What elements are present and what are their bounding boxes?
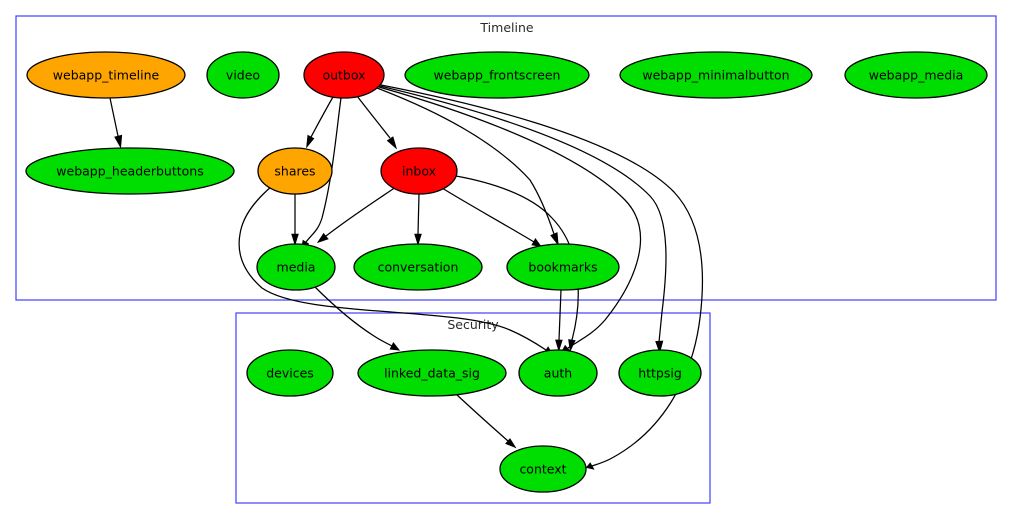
- edge-outbox-context: [380, 84, 704, 470]
- node-webapp_headerbuttons-label: webapp_headerbuttons: [56, 164, 203, 179]
- node-webapp_timeline-shape[interactable]: [26, 51, 186, 99]
- node-media-shape[interactable]: [256, 243, 336, 291]
- node-inbox-label: inbox: [402, 164, 436, 179]
- node-auth[interactable]: auth: [518, 349, 598, 397]
- edge-outbox-shares: [306, 96, 334, 149]
- node-linked_data_sig[interactable]: linked_data_sig: [357, 349, 507, 397]
- cluster-security-border: [235, 312, 711, 504]
- edge-inbox-media: [316, 186, 397, 244]
- node-outbox[interactable]: outbox: [303, 51, 385, 99]
- edge-shares-media: [291, 194, 299, 247]
- node-bookmarks-shape[interactable]: [506, 243, 620, 291]
- edge-webapp_timeline-webapp_headerbuttons: [109, 97, 123, 149]
- node-devices-shape[interactable]: [246, 349, 334, 397]
- node-conversation-label: conversation: [378, 260, 459, 275]
- node-inbox[interactable]: inbox: [380, 147, 458, 195]
- edge-media-linked_data_sig: [313, 285, 401, 351]
- node-webapp_frontscreen-label: webapp_frontscreen: [434, 68, 561, 83]
- node-bookmarks-label: bookmarks: [528, 260, 597, 275]
- node-webapp_minimalbutton[interactable]: webapp_minimalbutton: [619, 51, 813, 99]
- node-linked_data_sig-label: linked_data_sig: [384, 366, 480, 381]
- node-video-label: video: [226, 68, 260, 83]
- node-shares-label: shares: [274, 164, 315, 179]
- cluster-security: Security: [235, 312, 711, 504]
- node-webapp_media[interactable]: webapp_media: [844, 51, 988, 99]
- node-webapp_minimalbutton-label: webapp_minimalbutton: [642, 68, 789, 83]
- node-bookmarks[interactable]: bookmarks: [506, 243, 620, 291]
- edge-inbox-conversation: [414, 193, 422, 247]
- node-webapp_media-label: webapp_media: [869, 68, 964, 83]
- node-webapp_headerbuttons-shape[interactable]: [25, 147, 235, 195]
- node-context-shape[interactable]: [499, 445, 587, 493]
- node-auth-label: auth: [544, 366, 572, 381]
- cluster-timeline-border: [15, 15, 997, 301]
- cluster-timeline: Timeline: [15, 15, 997, 301]
- node-outbox-shape[interactable]: [303, 51, 385, 99]
- node-webapp_frontscreen[interactable]: webapp_frontscreen: [404, 51, 590, 99]
- node-inbox-shape[interactable]: [380, 147, 458, 195]
- node-auth-shape[interactable]: [518, 349, 598, 397]
- node-context-label: context: [519, 462, 566, 477]
- node-layer: webapp_timeline video outbox webapp_fron…: [25, 51, 988, 493]
- node-webapp_frontscreen-shape[interactable]: [404, 51, 590, 99]
- node-conversation[interactable]: conversation: [353, 243, 483, 291]
- node-webapp_minimalbutton-shape[interactable]: [619, 51, 813, 99]
- node-conversation-shape[interactable]: [353, 243, 483, 291]
- edge-outbox-inbox: [356, 95, 398, 150]
- node-webapp_timeline-label: webapp_timeline: [53, 68, 160, 83]
- node-linked_data_sig-shape[interactable]: [357, 349, 507, 397]
- node-devices-label: devices: [266, 366, 314, 381]
- node-media[interactable]: media: [256, 243, 336, 291]
- edge-inbox-auth: [455, 175, 579, 353]
- node-webapp_timeline[interactable]: webapp_timeline: [26, 51, 186, 99]
- edge-inbox-bookmarks: [441, 187, 542, 248]
- node-context[interactable]: context: [499, 445, 587, 493]
- node-shares-shape[interactable]: [257, 147, 333, 195]
- node-httpsig[interactable]: httpsig: [618, 349, 702, 397]
- node-media-label: media: [277, 260, 316, 275]
- node-video[interactable]: video: [206, 51, 280, 99]
- node-devices[interactable]: devices: [246, 349, 334, 397]
- node-webapp_media-shape[interactable]: [844, 51, 988, 99]
- edge-bookmarks-auth: [555, 289, 563, 353]
- node-outbox-label: outbox: [322, 68, 365, 83]
- node-shares[interactable]: shares: [257, 147, 333, 195]
- edge-linked_data_sig-context: [455, 393, 517, 449]
- node-httpsig-label: httpsig: [638, 366, 682, 381]
- node-video-shape[interactable]: [206, 51, 280, 99]
- cluster-timeline-label: Timeline: [479, 20, 533, 35]
- edge-outbox-httpsig: [379, 85, 667, 354]
- node-httpsig-shape[interactable]: [618, 349, 702, 397]
- node-webapp_headerbuttons[interactable]: webapp_headerbuttons: [25, 147, 235, 195]
- cluster-security-label: Security: [447, 317, 499, 332]
